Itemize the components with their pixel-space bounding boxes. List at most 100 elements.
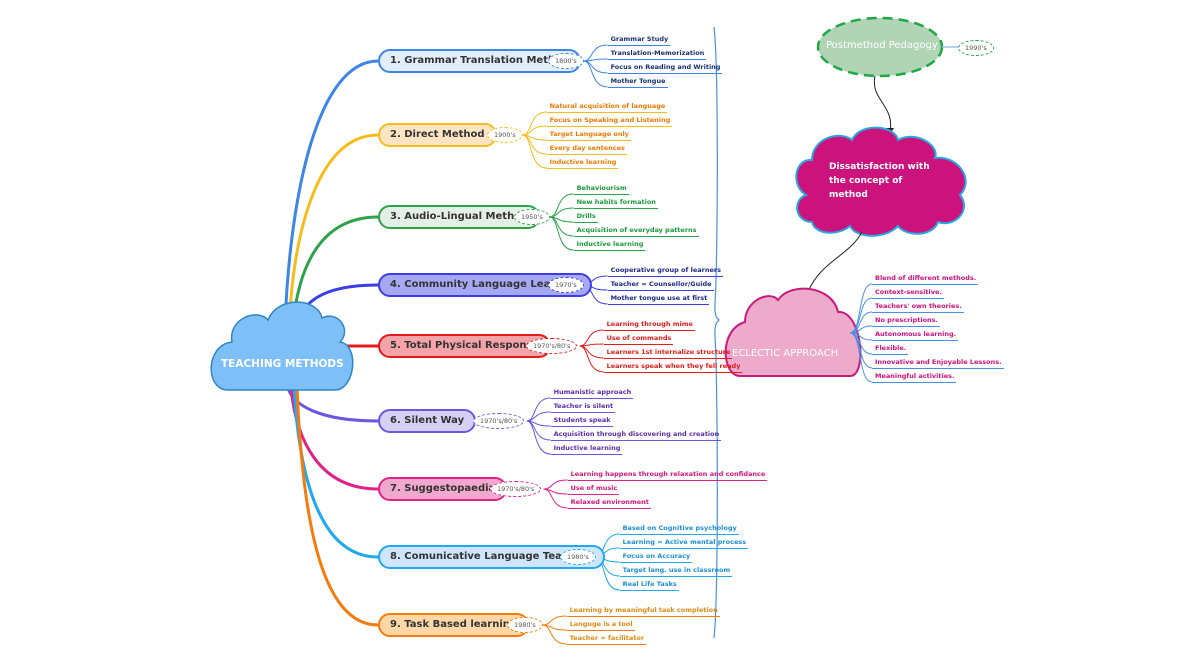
era-badge[interactable]: 1970's/80's — [526, 338, 578, 354]
method-subtopic[interactable]: Based on Cognitive psychology — [619, 523, 739, 535]
eclectic-subtopic[interactable]: Flexible. — [872, 343, 909, 355]
method-topic[interactable]: 2. Direct Method — [378, 123, 497, 147]
method-subtopic[interactable]: Relaxed environment — [567, 497, 651, 509]
method-subtopic[interactable]: Teacher = facilitator — [566, 633, 647, 645]
sub-branch-line — [549, 216, 574, 237]
dissatisfaction-line: the concept of — [829, 176, 903, 186]
era-badge[interactable]: 1980's — [560, 549, 596, 565]
eclectic-subtopic[interactable]: Autonomous learning. — [872, 329, 959, 341]
sub-branch-line — [579, 345, 604, 373]
dissatisfaction-line: method — [829, 190, 868, 200]
sub-branch-line — [543, 479, 568, 490]
sub-branch-line — [526, 420, 551, 455]
method-subtopic[interactable]: Learning by meaningful task completion — [566, 605, 720, 617]
central-cloud-shape[interactable] — [210, 301, 354, 391]
method-subtopic[interactable]: Inductive learning — [573, 239, 646, 251]
sub-branch-line — [549, 216, 574, 251]
method-subtopic[interactable]: Humanistic approach — [550, 387, 634, 399]
era-badge[interactable]: 1970's/80's — [490, 481, 542, 497]
method-subtopic[interactable]: Students speak — [550, 415, 613, 427]
method-subtopic[interactable]: Learning happens through relaxation and … — [567, 469, 768, 481]
boundary-brace — [713, 26, 721, 639]
method-subtopic[interactable]: Focus on Accuracy — [619, 551, 693, 563]
method-subtopic[interactable]: Mother Tongue — [607, 76, 668, 88]
method-subtopic[interactable]: Natural acquisition of language — [546, 101, 668, 113]
dissatisfaction-cloud-shape[interactable] — [795, 126, 967, 237]
method-subtopic[interactable]: Behaviourism — [573, 183, 629, 195]
postmethod-label: Postmethod Pedagogy — [826, 40, 938, 51]
dissatisfaction-line: Dissatisfaction with — [829, 162, 930, 172]
branch-line — [283, 59, 380, 327]
method-subtopic[interactable]: Target lang. use in classroom — [619, 565, 733, 577]
sub-branch-line — [542, 624, 567, 645]
sub-branch-line — [522, 134, 547, 155]
arrow-dissatisfaction-to-eclectic — [807, 231, 863, 293]
eclectic-sub-branch-line — [849, 332, 873, 383]
method-subtopic[interactable]: Real Life Tasks — [619, 579, 679, 591]
method-subtopic[interactable]: Mother tongue use at first — [607, 293, 710, 305]
branch-line — [289, 386, 380, 491]
era-badge[interactable]: 1950's — [514, 209, 550, 225]
method-topic[interactable]: 3. Audio-Lingual Method — [378, 205, 541, 229]
method-topic[interactable]: 6. Silent Way — [378, 409, 477, 433]
method-topic[interactable]: 9. Task Based learning — [378, 613, 530, 637]
method-subtopic[interactable]: Learning through mime — [603, 319, 695, 331]
dissatisfaction-label: Dissatisfaction with the concept of meth… — [829, 160, 930, 202]
sub-branch-line — [583, 60, 608, 88]
sub-branch-line — [522, 111, 547, 136]
method-subtopic[interactable]: Learners speak when they fell ready — [603, 361, 743, 373]
era-badge[interactable]: 1980's — [507, 617, 543, 633]
era-badge[interactable]: 1900's — [487, 127, 523, 143]
method-subtopic[interactable]: Grammar Study — [607, 34, 671, 46]
eclectic-label: ECLECTIC APPROACH — [732, 348, 839, 359]
eclectic-sub-branch-line — [849, 297, 873, 334]
eclectic-subtopic[interactable]: Blend of different methods. — [872, 273, 979, 285]
method-subtopic[interactable]: Acquisition of everyday patterns — [573, 225, 699, 237]
method-subtopic[interactable]: Cooperative group of learners — [607, 265, 723, 277]
eclectic-subtopic[interactable]: Context-sensitive. — [872, 287, 944, 299]
method-subtopic[interactable]: Every day sentences — [546, 143, 627, 155]
central-topic-label: TEACHING METHODS — [221, 358, 344, 370]
method-subtopic[interactable]: New habits formation — [573, 197, 658, 209]
method-subtopic[interactable]: Inductive learning — [550, 443, 623, 455]
method-subtopic[interactable]: Use of music — [567, 483, 620, 495]
eclectic-subtopic[interactable]: Teachers' own theories. — [872, 301, 964, 313]
arrow-postmethod-to-dissatisfaction — [873, 75, 892, 133]
method-subtopic[interactable]: Focus on Reading and Writing — [607, 62, 723, 74]
era-badge[interactable]: 1970's/80's — [473, 413, 525, 429]
method-topic[interactable]: 1. Grammar Translation Method — [378, 49, 582, 73]
method-topic[interactable]: 5. Total Physical Response — [378, 334, 552, 358]
method-subtopic[interactable]: Inductive learning — [546, 157, 619, 169]
branch-line — [286, 386, 380, 423]
method-subtopic[interactable]: Teacher = Counsellor/Guide — [607, 279, 714, 291]
sub-branch-line — [542, 615, 567, 626]
method-topic[interactable]: 7. Suggestopaedia — [378, 477, 508, 501]
sub-branch-line — [543, 488, 568, 509]
method-subtopic[interactable]: Use of commands — [603, 333, 674, 345]
method-subtopic[interactable]: Translation-Memorization — [607, 48, 707, 60]
branch-line — [287, 133, 380, 327]
branch-line — [292, 386, 380, 559]
era-badge[interactable]: 1970's — [548, 277, 584, 293]
sub-branch-line — [549, 193, 574, 218]
eclectic-subtopic[interactable]: Innovative and Enjoyable Lessons. — [872, 357, 1004, 369]
eclectic-subtopic[interactable]: No prescriptions. — [872, 315, 941, 327]
method-subtopic[interactable]: Learning = Active mental process — [619, 537, 749, 549]
eclectic-cloud-shape[interactable] — [724, 287, 862, 377]
sub-branch-line — [522, 134, 547, 169]
method-subtopic[interactable]: Languge is a tool — [566, 619, 635, 631]
sub-branch-line — [526, 397, 551, 422]
branch-line — [295, 386, 380, 627]
method-subtopic[interactable]: Target Language only — [546, 129, 631, 141]
method-subtopic[interactable]: Acquisition through discovering and crea… — [550, 429, 722, 441]
method-topic[interactable]: 8. Comunicative Language Teaching — [378, 545, 605, 569]
method-subtopic[interactable]: Teacher is silent — [550, 401, 616, 413]
eclectic-subtopic[interactable]: Meaningful activities. — [872, 371, 957, 383]
method-subtopic[interactable]: Drills — [573, 211, 598, 223]
postmethod-era-badge[interactable]: 1990's — [958, 40, 994, 56]
sub-branch-line — [526, 420, 551, 441]
era-badge[interactable]: 1800's — [548, 53, 584, 69]
method-subtopic[interactable]: Focus on Speaking and Listening — [546, 115, 673, 127]
method-subtopic[interactable]: Learners 1st internalize structure — [603, 347, 733, 359]
